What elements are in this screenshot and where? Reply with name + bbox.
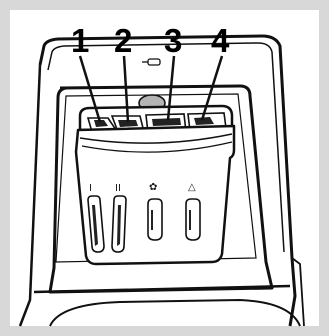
window-4 — [186, 199, 200, 240]
callout-4: 4 — [211, 24, 229, 57]
main-wash-symbol: II — [115, 184, 121, 194]
callout-3: 3 — [164, 24, 182, 57]
window-3-shade — [151, 210, 153, 230]
softener-symbol: ✿ — [149, 183, 157, 193]
callout-1: 1 — [71, 24, 89, 57]
window-4-shade — [189, 210, 191, 230]
callout-2: 2 — [114, 24, 132, 57]
prewash-symbol: I — [89, 184, 92, 194]
compartment-3-slot — [152, 118, 181, 126]
bleach-symbol: △ — [188, 183, 196, 193]
window-3 — [148, 199, 162, 240]
